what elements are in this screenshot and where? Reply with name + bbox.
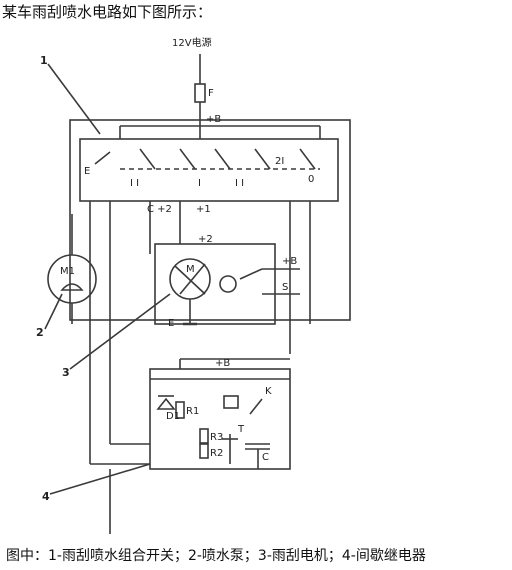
- switch-label-0: 0: [308, 174, 314, 185]
- switch-contact-i3: [214, 148, 231, 170]
- resistor-r2-symbol: [199, 443, 209, 459]
- callout-3-leader: [69, 293, 171, 370]
- supply-label: 12V电源: [172, 36, 212, 49]
- relay-coil-symbol: [223, 395, 239, 409]
- wiper-motor-box: [154, 243, 276, 325]
- switch-label-plus1: +1: [196, 204, 211, 215]
- fuse-symbol: [194, 83, 206, 103]
- page-title: 某车雨刮喷水电路如下图所示：: [2, 3, 213, 21]
- switch-outer-frame: [69, 119, 351, 321]
- switch-label-i1: I I: [130, 178, 139, 189]
- callout-3: 3: [62, 366, 70, 379]
- relay-label-c: C: [262, 452, 269, 463]
- switch-contact-2i: [254, 148, 271, 170]
- motor-label-plus2: +2: [198, 234, 213, 245]
- cam-switch-symbol: [219, 275, 237, 293]
- callout-4-leader: [49, 463, 151, 495]
- switch-contact-e: [94, 151, 111, 165]
- bus-label: +B: [206, 114, 221, 125]
- switch-label-i3: I I: [235, 178, 244, 189]
- switch-contact-i2: [179, 148, 196, 170]
- callout-1: 1: [40, 54, 48, 67]
- switch-contact-0: [299, 148, 316, 170]
- combination-switch-box: [79, 138, 339, 202]
- switch-contact-i1: [139, 148, 156, 170]
- relay-label-d1: D1: [166, 411, 180, 422]
- pump-label: M1: [60, 266, 75, 277]
- figure-caption: 图中：1-雨刮喷水组合开关；2-喷水泵；3-雨刮电机；4-间歇继电器: [6, 548, 426, 564]
- switch-label-c-plus2: C +2: [147, 204, 172, 215]
- resistor-r1-symbol: [175, 401, 185, 419]
- relay-label-r3: R3: [210, 432, 223, 443]
- diode-d1-symbol: [156, 397, 176, 410]
- relay-label-b: +B: [215, 358, 230, 369]
- motor-label-s: S: [282, 282, 288, 293]
- relay-label-r1: R1: [186, 406, 199, 417]
- callout-1-leader: [47, 63, 101, 135]
- motor-label-e: E: [168, 318, 174, 329]
- resistor-r3-symbol: [199, 428, 209, 444]
- relay-label-t: T: [237, 424, 245, 435]
- switch-label-i2: I: [198, 178, 201, 189]
- washer-pump-symbol: [47, 254, 97, 304]
- relay-label-r2: R2: [210, 448, 223, 459]
- relay-contact-k: [249, 398, 263, 415]
- switch-label-2i: 2I: [275, 156, 284, 167]
- motor-label-b: +B: [282, 256, 297, 267]
- callout-2-leader: [44, 293, 63, 330]
- intermittent-relay-box: [149, 368, 291, 470]
- switch-label-e: E: [84, 166, 90, 177]
- fuse-label: F: [208, 88, 214, 99]
- callout-4: 4: [42, 490, 50, 503]
- callout-2: 2: [36, 326, 44, 339]
- relay-label-k: K: [265, 386, 272, 397]
- motor-label-m: M: [186, 264, 195, 275]
- wiper-washer-circuit-diagram: 12V电源 F +B E I I I I I 2I 0 C +2 +1 +2 M…: [36, 36, 351, 534]
